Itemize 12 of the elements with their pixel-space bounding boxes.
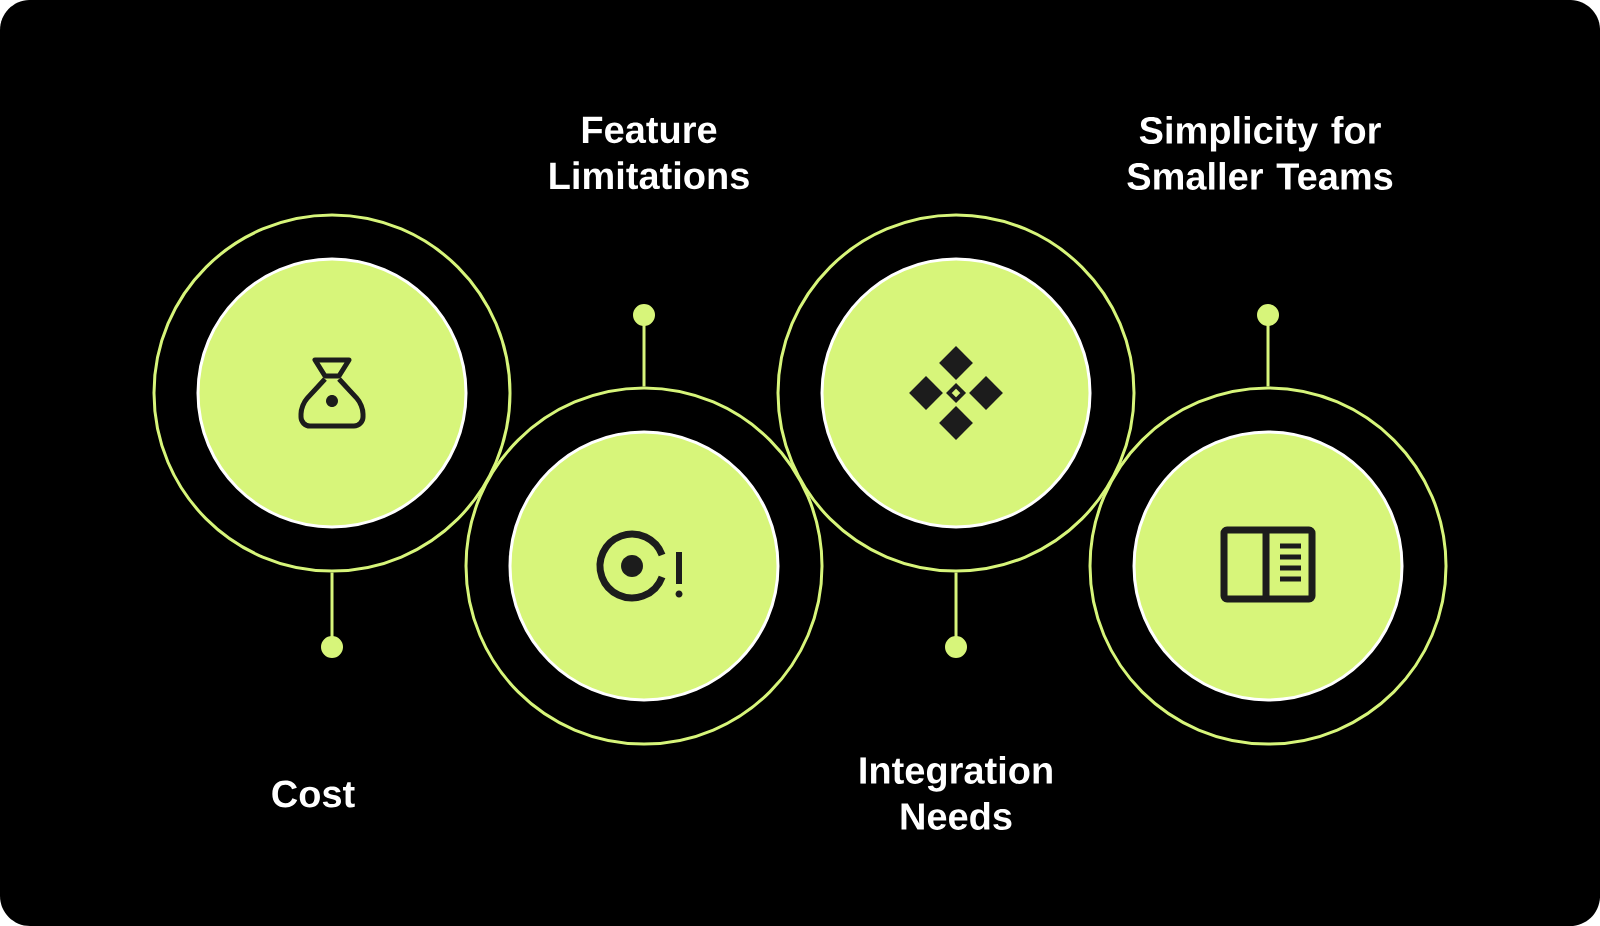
leader-line [321,572,343,658]
leader-line [1257,304,1279,387]
leader-line [945,572,967,658]
item-label: Feature Limitations [550,116,749,190]
circle-node [776,213,1136,573]
item-label: Cost [272,780,355,808]
circle-node [1088,386,1448,746]
item-label: Integration Needs [860,756,1052,830]
item-label: Simplicity for Smaller Teams [1127,116,1393,190]
circle-node [464,386,824,746]
circle-node [152,213,512,573]
leader-line [633,304,655,387]
